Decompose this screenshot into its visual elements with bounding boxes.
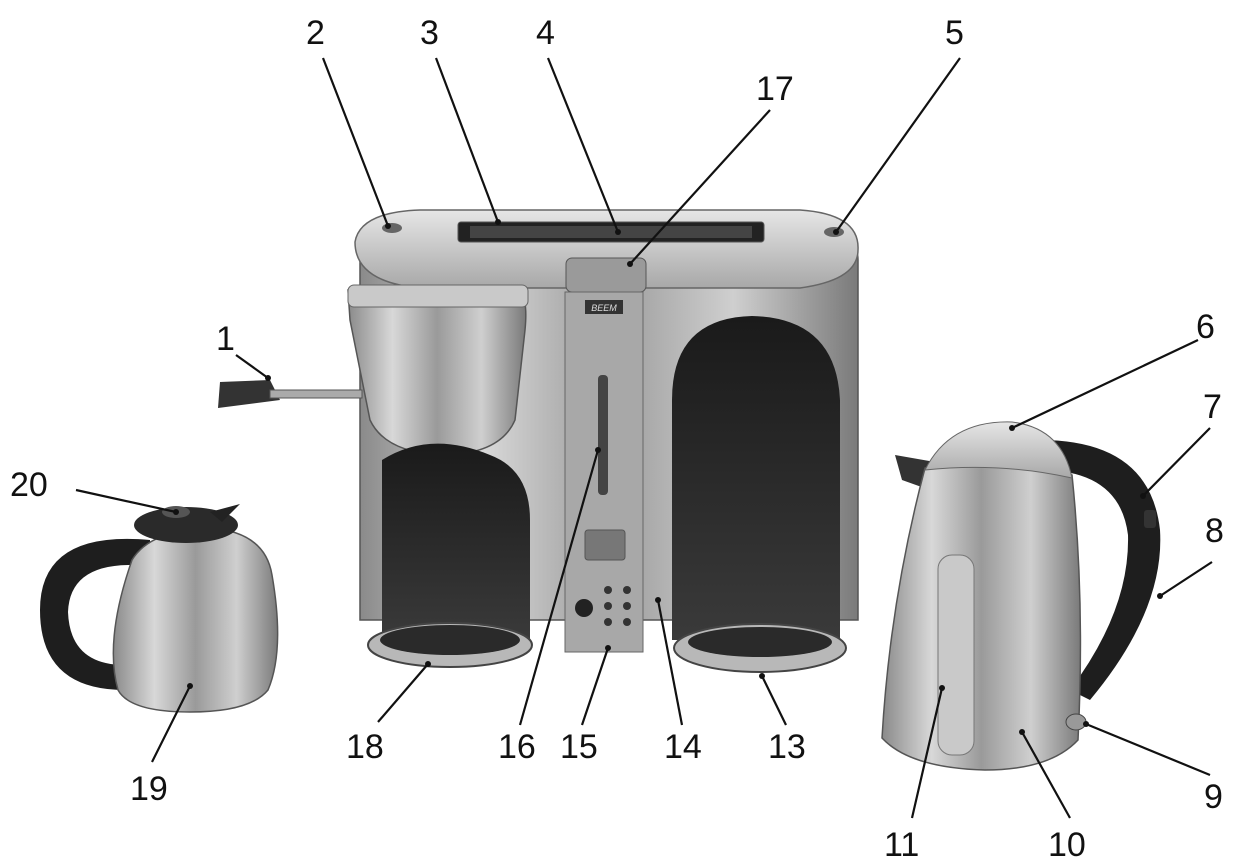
kettle-water-gauge bbox=[937, 554, 975, 756]
brand-plate bbox=[585, 300, 623, 314]
leader-14 bbox=[656, 599, 684, 726]
kettle-power-switch bbox=[1065, 713, 1087, 731]
kettle bbox=[881, 421, 1161, 771]
bun-warmer-rod bbox=[269, 389, 363, 399]
callout-18: 18 bbox=[346, 728, 384, 766]
leader-1 bbox=[235, 354, 269, 379]
combo-appliance: BEEM bbox=[218, 209, 859, 673]
kettle-lid-button bbox=[1144, 510, 1156, 528]
callout-4: 4 bbox=[536, 14, 555, 52]
callout-15: 15 bbox=[560, 728, 598, 766]
callout-20: 20 bbox=[10, 466, 48, 504]
jug-body bbox=[112, 527, 279, 713]
water-tank-window bbox=[672, 316, 840, 640]
callout-17: 17 bbox=[756, 70, 794, 108]
leader-17 bbox=[629, 109, 771, 265]
leader-18 bbox=[377, 663, 429, 723]
brand-plate-text: BEEM bbox=[591, 303, 617, 313]
leader-2 bbox=[321, 57, 390, 227]
callout-11: 11 bbox=[884, 826, 919, 864]
jug-lid bbox=[134, 507, 238, 543]
water-level-window bbox=[598, 375, 608, 495]
callout-7: 7 bbox=[1203, 388, 1222, 426]
callout-2: 2 bbox=[306, 14, 325, 52]
filter-basket bbox=[347, 289, 527, 456]
leader-19 bbox=[151, 685, 191, 763]
callout-numbers: 1 2 3 4 5 6 7 8 9 10 11 13 14 15 16 17 1… bbox=[10, 14, 1224, 864]
leader-11 bbox=[910, 687, 944, 819]
leader-15 bbox=[580, 647, 610, 726]
callout-16: 16 bbox=[498, 728, 536, 766]
thermo-jug bbox=[40, 504, 279, 713]
toaster-lever bbox=[565, 257, 647, 293]
callout-6: 6 bbox=[1196, 308, 1215, 346]
kettle-handle bbox=[1040, 440, 1161, 700]
leader-8 bbox=[1159, 561, 1213, 597]
callout-8: 8 bbox=[1205, 512, 1224, 550]
leader-3 bbox=[434, 57, 500, 223]
leader-6 bbox=[1011, 339, 1199, 429]
kettle-lid bbox=[924, 421, 1073, 479]
callout-3: 3 bbox=[420, 14, 439, 52]
callout-9: 9 bbox=[1204, 778, 1223, 816]
kettle-body bbox=[881, 459, 1082, 771]
callout-10: 10 bbox=[1048, 826, 1086, 864]
leader-lines bbox=[75, 57, 1213, 819]
lcd-display bbox=[584, 529, 626, 561]
leader-9 bbox=[1085, 722, 1211, 777]
leader-5 bbox=[835, 57, 961, 233]
callout-1: 1 bbox=[216, 320, 235, 358]
control-buttons bbox=[604, 586, 631, 626]
jug-spout bbox=[210, 504, 240, 522]
leader-13 bbox=[761, 675, 787, 726]
control-knob bbox=[575, 599, 593, 617]
leader-4 bbox=[546, 57, 620, 233]
callout-14: 14 bbox=[664, 728, 702, 766]
leader-7 bbox=[1142, 427, 1211, 497]
jug-handle bbox=[40, 538, 150, 690]
callout-5: 5 bbox=[945, 14, 964, 52]
coffee-cavity bbox=[382, 443, 530, 640]
bun-warmer-handle bbox=[218, 380, 280, 408]
callout-13: 13 bbox=[768, 728, 806, 766]
left-corner-button bbox=[382, 223, 402, 233]
callout-19: 19 bbox=[130, 770, 168, 808]
leader-20 bbox=[75, 488, 177, 514]
leader-16 bbox=[518, 449, 600, 726]
leader-10 bbox=[1021, 731, 1071, 819]
